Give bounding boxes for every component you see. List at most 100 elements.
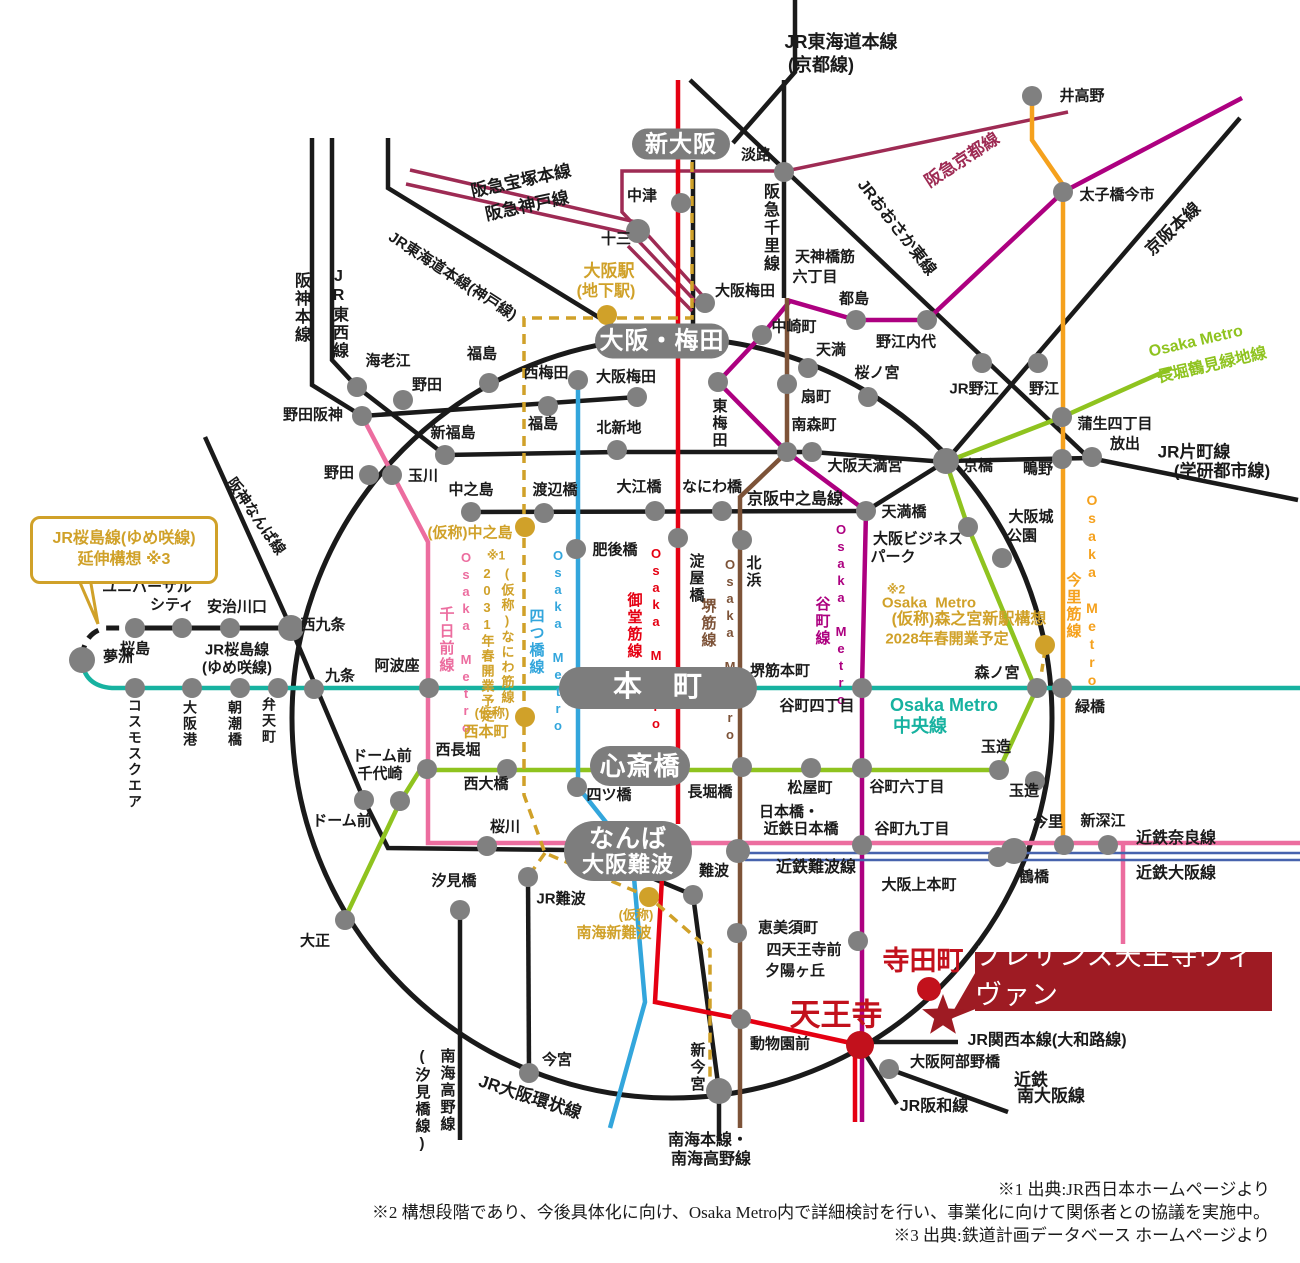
station-dot-gamo-yonchome bbox=[1052, 407, 1072, 427]
map-label: 南海新難波 bbox=[576, 924, 652, 942]
map-label: 近鉄大阪線 bbox=[1135, 865, 1217, 883]
station-dot-higashi-umeda bbox=[708, 372, 728, 392]
map-label: 大阪ビジネス bbox=[872, 530, 964, 548]
map-label: (汐見橋線) bbox=[413, 1048, 431, 1154]
station-dot-dome-mae-chiyozaki bbox=[390, 791, 410, 811]
station-dot-miyakojima bbox=[846, 310, 866, 330]
map-label: 玉造 bbox=[980, 738, 1012, 756]
map-label: (仮称)森之宮新駅構想 bbox=[891, 611, 1047, 629]
station-dot-osaka-business-park bbox=[958, 517, 978, 537]
map-label: JR東海道本線 bbox=[784, 31, 898, 52]
map-label: 西本町 bbox=[463, 723, 509, 741]
map-label: 六丁目 bbox=[792, 268, 838, 286]
map-label: なにわ橋 bbox=[681, 478, 743, 496]
naniwasuji-line-dashed bbox=[522, 162, 712, 1085]
property-title: プレサンス天王寺ヴィヴァン bbox=[975, 940, 1255, 1010]
station-dot-imamiya bbox=[519, 1063, 539, 1083]
map-label: 野江内代 bbox=[875, 333, 937, 351]
station-dot-kyobashi bbox=[933, 448, 959, 474]
footnote-3: ※3 出典:鉄道計画データベース ホームページより bbox=[893, 1226, 1270, 1246]
map-label: 南海高野線 bbox=[670, 1151, 752, 1169]
map-label: 鶴橋 bbox=[1018, 868, 1050, 886]
station-dot-watanabebashi bbox=[534, 503, 554, 523]
station-dot-shin-fukushima bbox=[435, 445, 455, 465]
map-label: 玉川 bbox=[407, 467, 439, 485]
map-label: Osaka Metro bbox=[458, 550, 474, 737]
hankyu-line3 bbox=[626, 244, 694, 313]
map-label: 野田 bbox=[411, 376, 443, 394]
station-dot-dome-mae bbox=[354, 790, 374, 810]
callout-tail bbox=[76, 577, 100, 625]
map-label: 今里 bbox=[1032, 813, 1064, 831]
station-dot-kitashinchi bbox=[607, 440, 627, 460]
map-label: 十三 bbox=[600, 230, 632, 248]
station-dot-tanimachi-6chome bbox=[852, 758, 872, 778]
map-label: (ゆめ咲線) bbox=[202, 659, 272, 677]
map-label: 淀屋橋 bbox=[687, 553, 705, 604]
map-label: 千代崎 bbox=[357, 765, 403, 783]
station-dot-nankai-shin-namba-plan bbox=[639, 887, 659, 907]
pill-shin-osaka: 新大阪 bbox=[632, 128, 730, 160]
map-label: 西梅田 bbox=[523, 364, 569, 382]
station-dot-nishikujo bbox=[278, 615, 304, 641]
map-label: 2028年春開業予定 bbox=[885, 630, 1009, 648]
map-label: 都島 bbox=[838, 290, 870, 308]
map-label: 西大橋 bbox=[463, 775, 509, 793]
map-label: (京都線) bbox=[788, 54, 854, 75]
map-label: 阪急千里線 bbox=[761, 183, 778, 273]
station-dot-noda-loop bbox=[393, 390, 413, 410]
station-dot-nakatsu bbox=[671, 193, 691, 213]
station-dot-yumeshima bbox=[69, 647, 95, 673]
pill-text: 本 町 bbox=[612, 671, 703, 704]
map-label: 近鉄 bbox=[1014, 1070, 1048, 1090]
map-label: 夢洲 bbox=[102, 648, 134, 666]
station-dot-cosmosquare bbox=[125, 678, 145, 698]
map-label: 扇町 bbox=[800, 388, 832, 406]
map-label: 野田阪神 bbox=[282, 406, 344, 424]
station-dot-oebashi bbox=[645, 501, 665, 521]
pill-text: 大阪・梅田 bbox=[599, 327, 725, 355]
map-label: 東梅田 bbox=[710, 398, 728, 449]
map-label: 新深江 bbox=[1080, 812, 1126, 830]
map-label: 千日前線 bbox=[437, 606, 455, 674]
map-label: 今里筋線 bbox=[1064, 572, 1082, 640]
map-label: Osaka Metro bbox=[1084, 492, 1100, 690]
pill-shinsaibashi: 心斎橋 bbox=[590, 746, 690, 786]
station-dot-awaji bbox=[774, 162, 794, 182]
map-label: 太子橋今市 bbox=[1079, 186, 1155, 204]
map-label: 緑橋 bbox=[1074, 698, 1106, 716]
station-dot-kujo bbox=[304, 679, 324, 699]
map-label: 中央線 bbox=[893, 715, 947, 736]
map-label: 大正 bbox=[299, 932, 331, 950]
station-dot-ajikawaguchi bbox=[220, 618, 240, 638]
hankyu-kyoto-line bbox=[620, 110, 1069, 233]
banner-tail bbox=[948, 968, 978, 1020]
map-label: 日本橋・ bbox=[758, 803, 820, 821]
station-dot-osakako bbox=[182, 678, 202, 698]
map-label: 京橋 bbox=[962, 457, 994, 475]
map-label: 谷町四丁目 bbox=[779, 697, 855, 715]
property-star-icon bbox=[922, 994, 964, 1034]
map-label: 森ノ宮 bbox=[974, 664, 1020, 682]
station-dot-asashiobashi bbox=[230, 678, 250, 698]
station-dot-naniwabashi bbox=[712, 501, 732, 521]
map-label: (仮称) bbox=[474, 705, 510, 721]
station-dot-taisho bbox=[335, 910, 355, 930]
map-label: 北新地 bbox=[596, 419, 642, 437]
footnotes: ※1 出典:JR西日本ホームページより ※2 構想段階であり、今後具体化に向け、… bbox=[372, 1178, 1270, 1247]
map-label: JR東西線 bbox=[330, 268, 347, 360]
map-label: ドーム前 bbox=[312, 812, 372, 830]
nankai-main-line bbox=[651, 875, 722, 1140]
map-label: コスモスクエア bbox=[127, 698, 143, 810]
station-dot-noda2 bbox=[359, 465, 379, 485]
station-dot-tamatsukuri-loop bbox=[1025, 771, 1045, 791]
map-label: 弁天町 bbox=[261, 697, 277, 745]
station-dot-nakanoshima bbox=[461, 502, 481, 522]
station-dot-nagahoribashi bbox=[732, 757, 752, 777]
map-label: 桜川 bbox=[489, 818, 521, 836]
map-label: JR阪和線 bbox=[899, 1098, 969, 1116]
map-label: 堺筋本町 bbox=[749, 662, 811, 680]
station-dot-noda-hanshin bbox=[352, 406, 372, 426]
map-label: 恵美須町 bbox=[757, 919, 819, 937]
